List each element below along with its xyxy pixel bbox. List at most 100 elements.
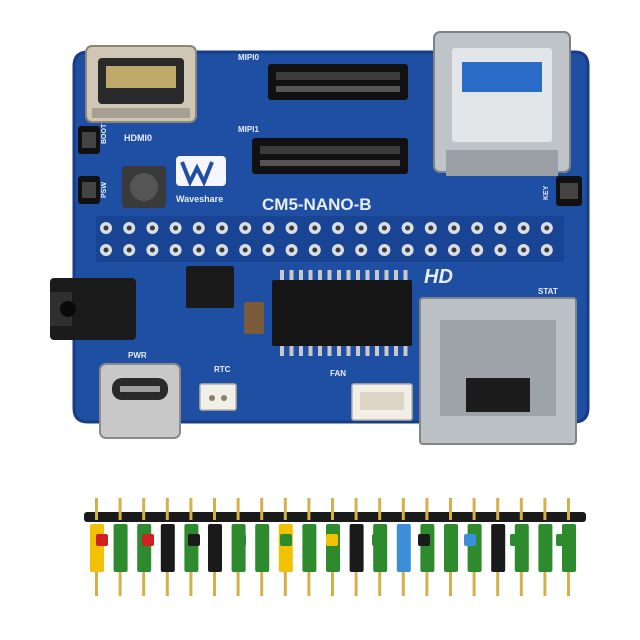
gpio-pad-hole — [428, 247, 434, 253]
gpio-pad-hole — [289, 247, 295, 253]
header-cap-top — [280, 534, 292, 546]
gpio-pad-hole — [358, 247, 364, 253]
gpio-pad-hole — [544, 225, 550, 231]
chip-pin — [337, 346, 341, 356]
fan-label: FAN — [330, 369, 346, 378]
header-cap-top — [234, 534, 246, 546]
gpio-pad-hole — [242, 225, 248, 231]
mipi0-label: MIPI0 — [238, 53, 259, 62]
header-pin — [118, 572, 122, 596]
gpio-pad-hole — [544, 247, 550, 253]
gpio-pad-hole — [381, 247, 387, 253]
header-pin — [142, 498, 146, 520]
gpio-pad-hole — [242, 247, 248, 253]
header-pin — [213, 572, 216, 596]
header-pin — [165, 498, 169, 520]
fan-connector — [351, 383, 413, 421]
header-cap — [514, 524, 529, 572]
chip-pin — [289, 346, 294, 356]
gpio-pad-hole — [126, 225, 132, 231]
header-cap — [420, 524, 435, 572]
header-pin — [425, 572, 429, 596]
header-cap-top — [142, 534, 154, 546]
chip-pin — [308, 270, 313, 280]
header-pin — [260, 572, 264, 596]
audio-jack — [50, 278, 136, 340]
header-cap — [113, 524, 128, 572]
chip-pin — [327, 270, 332, 280]
main-chip-pins — [280, 270, 408, 356]
gpio-pad-hole — [497, 225, 503, 231]
boot-button — [78, 126, 100, 154]
usb-a-connector — [433, 31, 571, 176]
header-pin — [543, 498, 547, 520]
chip-pin — [346, 270, 351, 280]
gpio-pad-hole — [451, 247, 457, 253]
header-cap — [326, 524, 340, 572]
header-pin — [307, 572, 311, 596]
chip-pin — [280, 270, 284, 280]
pin-header — [84, 498, 586, 596]
chip-pin — [403, 346, 408, 356]
header-pin — [425, 498, 429, 520]
header-cap — [90, 524, 104, 572]
header-cap — [160, 524, 175, 572]
header-cap — [278, 524, 293, 572]
chip-pin — [394, 346, 398, 356]
header-pin — [449, 498, 452, 520]
chip-pin — [318, 270, 322, 280]
gpio-pad-rows — [96, 216, 564, 262]
chip-pin — [403, 270, 408, 280]
header-pin — [472, 572, 476, 596]
gpio-pad-hole — [103, 225, 109, 231]
ethernet-jack — [419, 297, 577, 445]
gpio-pad-hole — [335, 247, 341, 253]
stat-label: STAT — [538, 287, 558, 296]
header-pin — [472, 498, 476, 520]
usb-c-connector — [99, 363, 181, 439]
header-cap — [491, 524, 506, 572]
header-cap — [137, 524, 152, 572]
gpio-pad-hole — [265, 247, 271, 253]
pwr-label: PWR — [128, 351, 147, 360]
header-pin — [567, 572, 570, 596]
header-cap — [208, 524, 222, 572]
brand-label: Waveshare — [176, 194, 223, 204]
hdmi0-label: HDMI0 — [124, 133, 152, 143]
chip-pin — [384, 346, 389, 356]
header-pin — [496, 572, 500, 596]
header-pin — [213, 498, 216, 520]
header-pin — [401, 572, 405, 596]
header-pin — [189, 498, 193, 520]
header-cap-top — [510, 534, 522, 546]
header-pin — [543, 572, 547, 596]
header-cap — [444, 524, 458, 572]
rtc-connector — [199, 383, 237, 411]
gpio-pad-hole — [196, 247, 202, 253]
gpio-pad-hole — [312, 225, 318, 231]
header-cap — [396, 524, 411, 572]
hdmi-connector — [85, 45, 197, 123]
header-pin — [283, 572, 287, 596]
inductor — [122, 166, 166, 208]
header-pin — [331, 498, 334, 520]
header-pin — [189, 572, 193, 596]
header-pin — [307, 498, 311, 520]
header-cap — [373, 524, 388, 572]
chip-pin — [337, 270, 341, 280]
gpio-pad-hole — [335, 225, 341, 231]
waveshare-logo — [176, 156, 226, 187]
header-cap — [538, 524, 553, 572]
chip-pin — [327, 346, 332, 356]
gpio-pad-hole — [173, 247, 179, 253]
chip-pin — [394, 270, 398, 280]
gpio-pad-hole — [497, 247, 503, 253]
gpio-pad-hole — [358, 225, 364, 231]
chip-pin — [299, 270, 303, 280]
header-pin — [331, 572, 334, 596]
header-cap-top — [464, 534, 476, 546]
mipi1-label: MIPI1 — [238, 125, 259, 134]
header-cap-top — [418, 534, 430, 546]
chip-pin — [308, 346, 313, 356]
header-pin — [142, 572, 146, 596]
